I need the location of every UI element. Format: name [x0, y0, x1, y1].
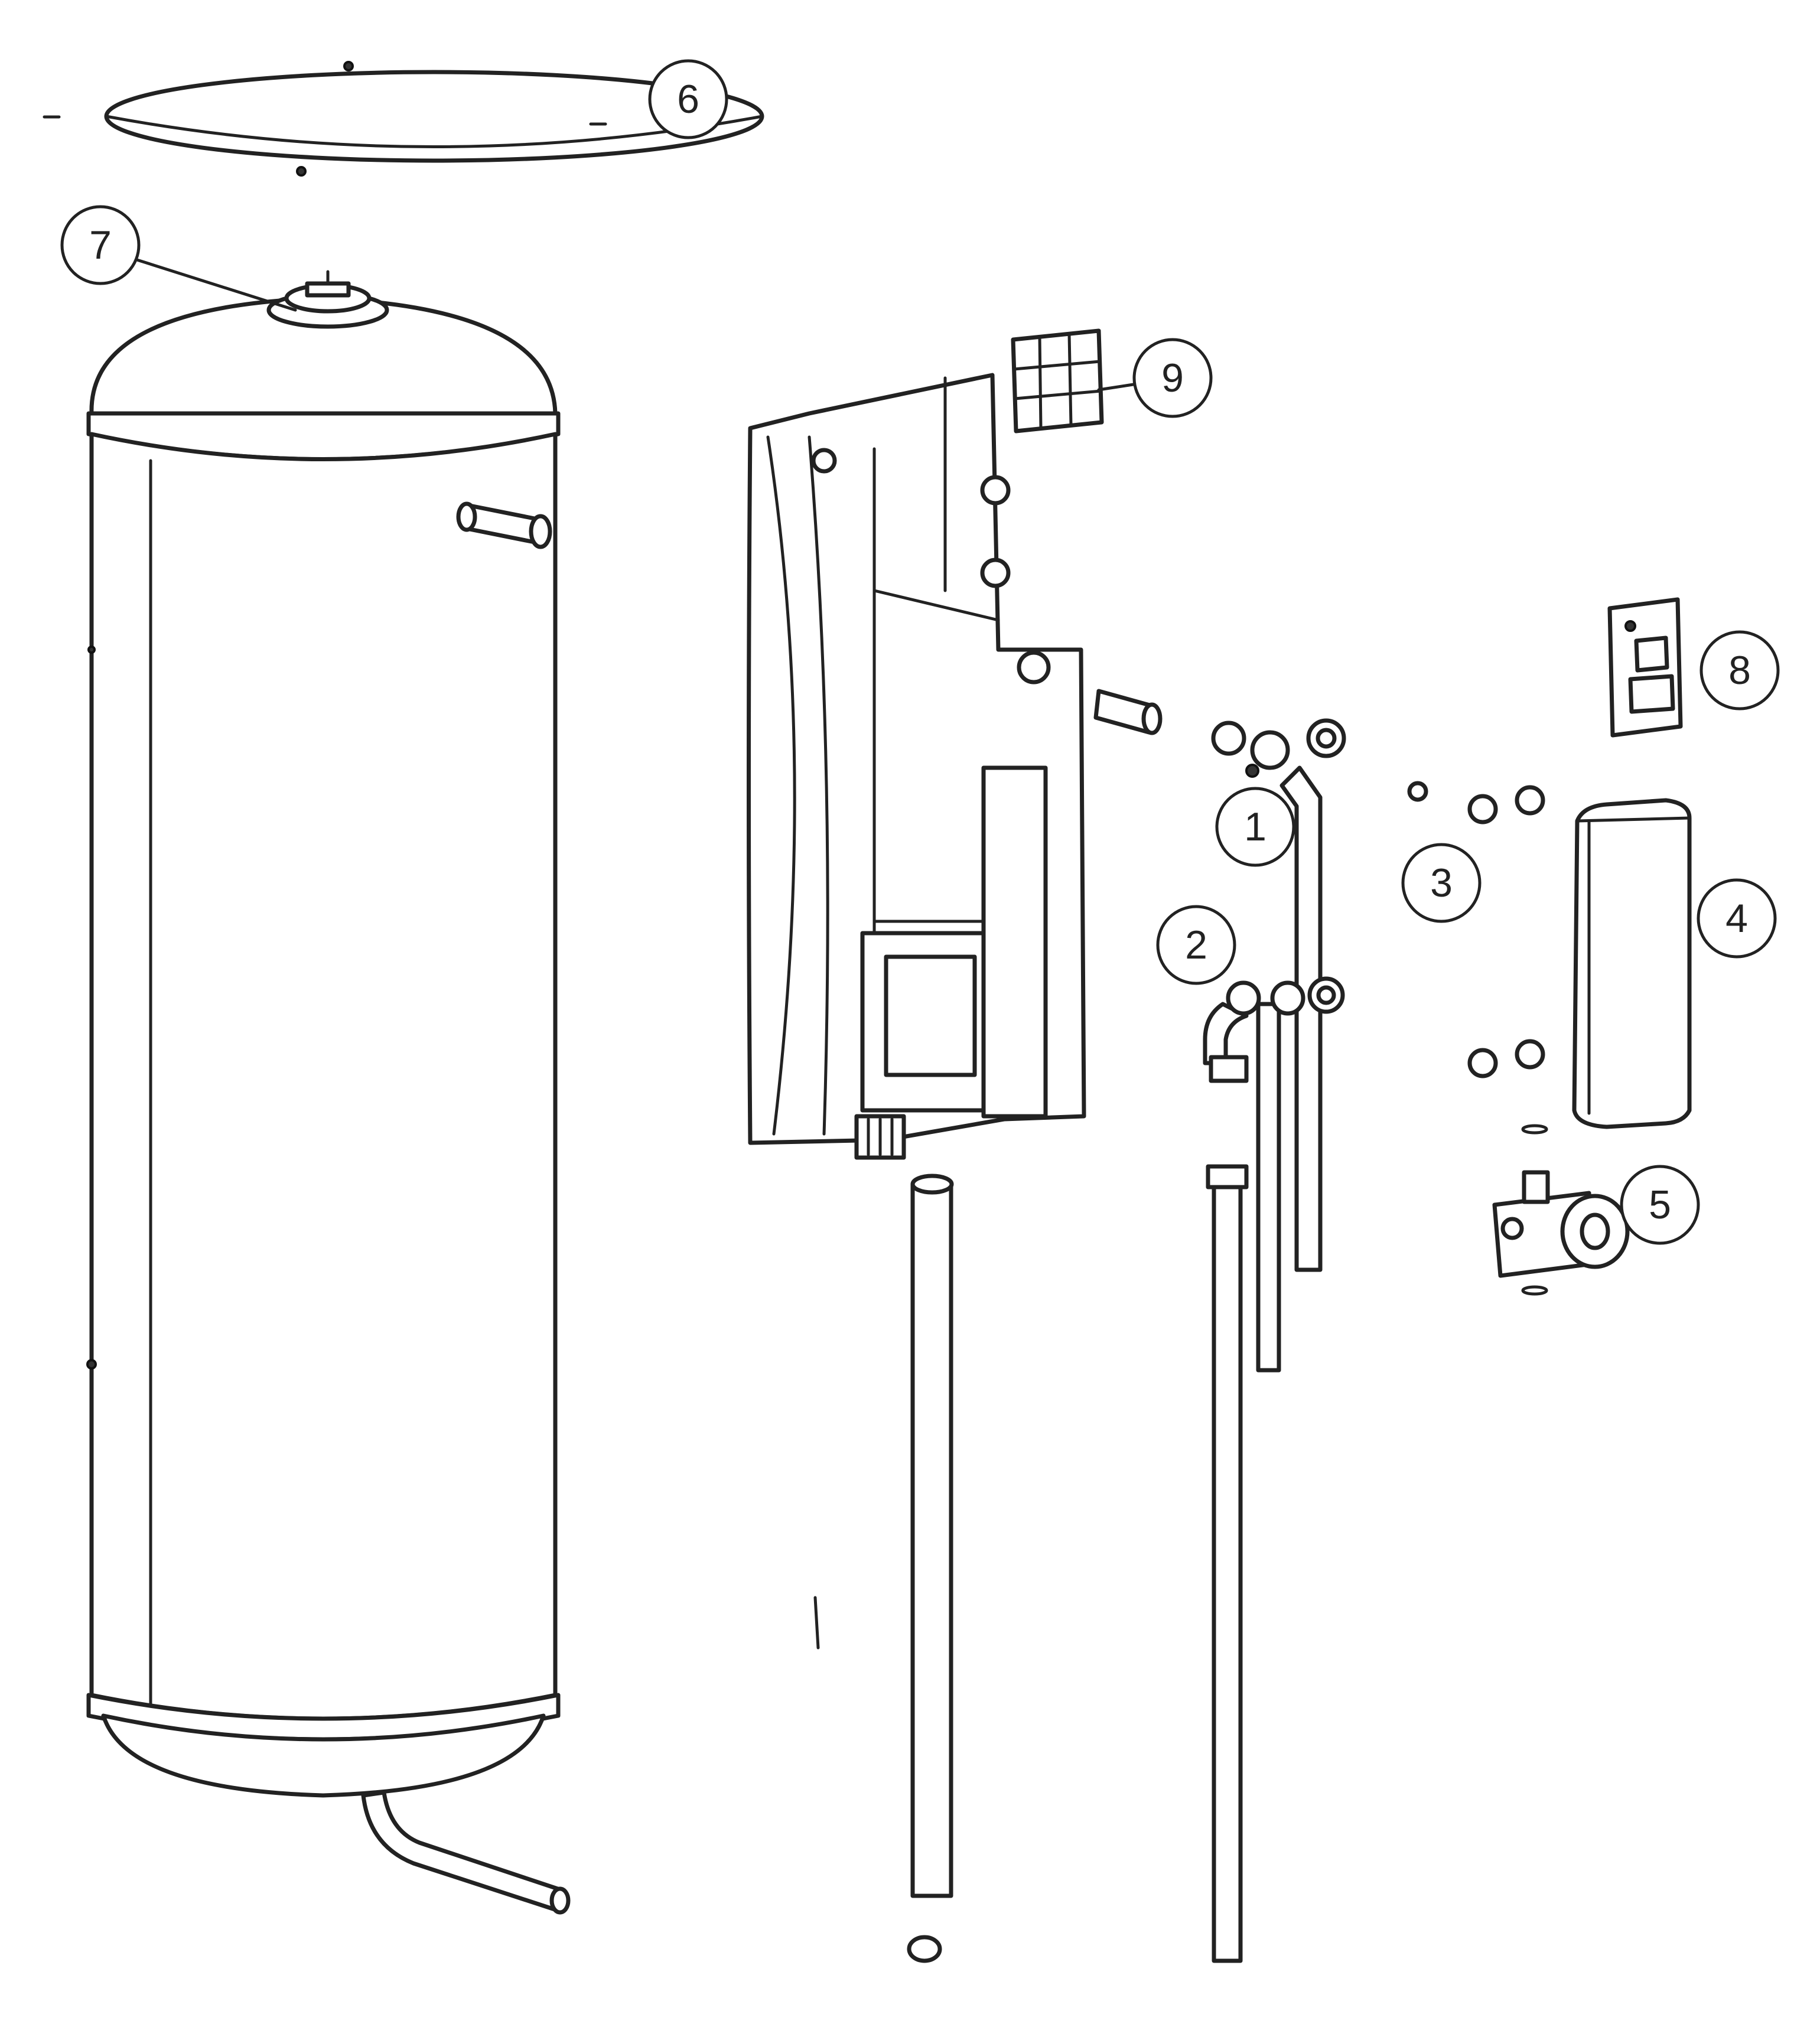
part-4-heat-exchanger	[1572, 798, 1692, 1129]
part-6-top-cover	[43, 61, 764, 177]
long-pipe-left	[813, 1174, 954, 1963]
part-5-pump	[1492, 1124, 1630, 1296]
callout-6-label: 6	[677, 77, 699, 122]
part-8-control-board	[1607, 597, 1683, 738]
callout-1: 1	[1215, 787, 1295, 867]
leader-line-7	[135, 258, 297, 312]
callout-4: 4	[1697, 878, 1777, 959]
callout-1-label: 1	[1244, 804, 1266, 849]
callout-8: 8	[1699, 630, 1780, 710]
callout-2: 2	[1156, 905, 1236, 985]
long-pipe-right	[1206, 1164, 1249, 1963]
part-1-pipe-assembly	[1211, 718, 1346, 1272]
callout-5: 5	[1620, 1165, 1700, 1245]
storage-tank	[86, 296, 571, 1915]
callout-7: 7	[60, 205, 141, 285]
callout-3-label: 3	[1430, 861, 1453, 905]
callout-2-label: 2	[1185, 923, 1207, 967]
callout-9: 9	[1132, 338, 1213, 418]
part-7-top-fitting	[266, 270, 389, 329]
part-3-seals	[1407, 781, 1545, 1078]
callout-7-label: 7	[89, 223, 112, 268]
callout-5-label: 5	[1649, 1182, 1671, 1227]
callout-9-label: 9	[1161, 356, 1184, 400]
leader-line-9	[1097, 382, 1139, 392]
part-2-lower-pipe	[1203, 976, 1345, 1373]
callout-8-label: 8	[1728, 648, 1751, 693]
part-9-mounting-frame	[747, 328, 1163, 1160]
callout-6: 6	[648, 59, 728, 139]
callout-4-label: 4	[1725, 896, 1748, 941]
callout-3: 3	[1401, 843, 1482, 923]
